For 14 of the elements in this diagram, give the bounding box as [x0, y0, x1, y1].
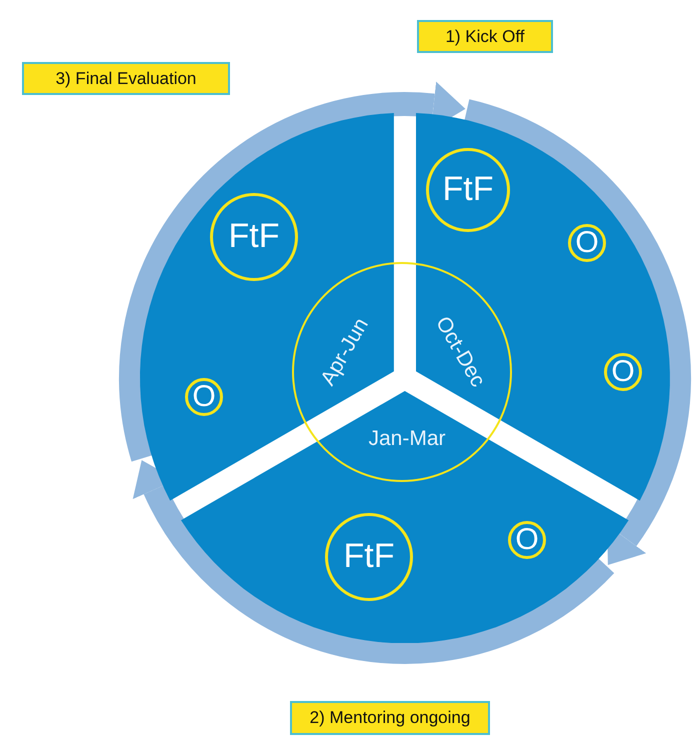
- meeting-circle: FtF: [210, 192, 298, 281]
- meeting-circle: FtF: [324, 512, 413, 601]
- online-circle: O: [604, 352, 642, 391]
- cycle-arrow: [133, 461, 614, 664]
- online-circle: O: [184, 378, 223, 416]
- phase-label: 3) Final Evaluation: [22, 62, 230, 95]
- cycle-arrow: [463, 100, 691, 566]
- phase-label: 2) Mentoring ongoing: [290, 701, 490, 735]
- online-circle: O: [568, 224, 606, 262]
- phase-label: 1) Kick Off: [417, 20, 553, 53]
- online-circle: O: [508, 520, 546, 559]
- cycle-arrow: [119, 82, 466, 461]
- meeting-circle: FtF: [426, 148, 510, 232]
- quarter-label: Jan-Mar: [368, 427, 446, 451]
